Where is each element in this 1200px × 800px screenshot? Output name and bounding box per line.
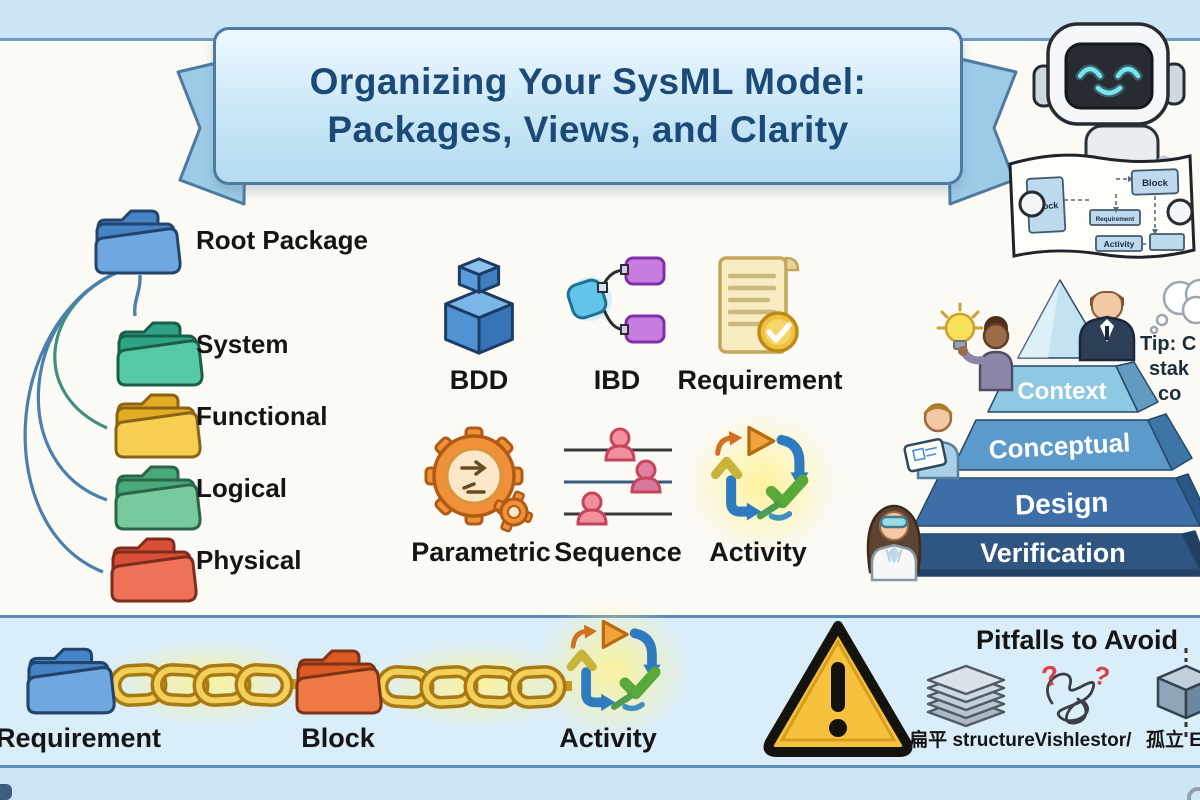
folder-requirement-icon [26, 647, 116, 715]
businessman-figure [1078, 291, 1136, 362]
parametric-gear-icon [424, 426, 534, 533]
tree-label-root-package: Root Package [196, 225, 368, 255]
abstraction-pyramid: Context Conceptual Design Verification [877, 279, 1200, 577]
label-requirement-node: Requirement [0, 723, 162, 753]
robot-head [1032, 22, 1186, 126]
svg-text:Block: Block [1142, 178, 1169, 189]
label-requirement-diagram: Requirement [677, 365, 843, 395]
label-activity-node: Activity [559, 723, 657, 753]
svg-text:Activity: Activity [1104, 239, 1135, 249]
tip-line-2: stak [1149, 358, 1190, 380]
bottom-footer-strip [0, 768, 1200, 800]
pitfalls-title: Pitfalls to Avoid [975, 625, 1178, 655]
tip-line-3: co [1158, 383, 1182, 405]
tree-label-logical: Logical [196, 473, 288, 503]
svg-text:Context: Context [1017, 378, 1106, 405]
svg-text:Block: Block [1033, 200, 1059, 212]
label-activity-diagram: Activity [709, 537, 807, 567]
activity-glow-bottom [535, 600, 690, 740]
chain-link-2 [374, 665, 572, 709]
chain-glow-1 [105, 640, 315, 725]
corner-fragment-right [1187, 787, 1200, 800]
folder-root-package-icon [94, 209, 182, 275]
tree-label-system: System [196, 329, 289, 359]
tip-text: Tip: C stak co [1140, 332, 1200, 407]
isolated-element-cube-icon [1156, 648, 1200, 740]
folder-system-icon [116, 321, 204, 387]
corner-fragment-left [0, 784, 12, 800]
svg-text:Design: Design [1014, 486, 1108, 520]
tip-thought-bubble [1149, 278, 1200, 335]
robot-mascot: Block Block Requirement Activity [1008, 22, 1196, 259]
robot-diagram-paper: Block Block Requirement Activity [1008, 153, 1196, 259]
ibd-parts-icon [566, 256, 666, 344]
tree-label-functional: Functional [196, 401, 328, 431]
sequence-lifelines-icon [564, 427, 672, 526]
label-tangled-relations: Vishlestor/ [1034, 730, 1132, 751]
svg-text:?: ? [1091, 660, 1113, 693]
flat-layers-icon [926, 664, 1006, 728]
label-bdd: BDD [449, 365, 509, 395]
title-line-1: Organizing Your SysML Model: [309, 60, 867, 102]
label-block-node: Block [301, 723, 375, 753]
tangled-relations-icon: ? ? [1039, 659, 1113, 725]
folder-logical-icon [114, 465, 202, 531]
warning-triangle-icon [763, 621, 913, 757]
package-tree-connectors [23, 270, 142, 574]
requirement-scroll-icon [718, 256, 800, 354]
label-ibd: IBD [593, 365, 641, 395]
title-banner: Organizing Your SysML Model: Packages, V… [213, 27, 963, 185]
folder-physical-icon [110, 537, 198, 603]
scientist-figure [866, 504, 922, 582]
svg-text:?: ? [1039, 659, 1062, 693]
blueprint-person-figure [903, 403, 960, 480]
label-parametric: Parametric [411, 537, 551, 567]
label-sequence: Sequence [554, 537, 682, 567]
svg-text:Conceptual: Conceptual [988, 427, 1131, 464]
title-line-2: Packages, Views, and Clarity [327, 109, 849, 150]
folder-functional-icon [114, 393, 202, 459]
label-isolated-element: 孤立 Elem [1146, 730, 1200, 751]
tip-line-1: Tip: C [1140, 333, 1197, 355]
activity-cycle-icon [702, 422, 814, 534]
activity-cycle-icon-bottom [558, 616, 666, 724]
label-flat-structure: 扁平 structure [909, 730, 1035, 751]
svg-text:Requirement: Requirement [1096, 216, 1135, 223]
bdd-cubes-icon [444, 257, 514, 355]
tree-label-physical: Physical [196, 545, 302, 575]
chain-link-1 [108, 663, 299, 707]
svg-text:Verification: Verification [980, 538, 1126, 568]
idea-person-figure [936, 302, 1014, 392]
folder-block-icon [295, 649, 383, 715]
